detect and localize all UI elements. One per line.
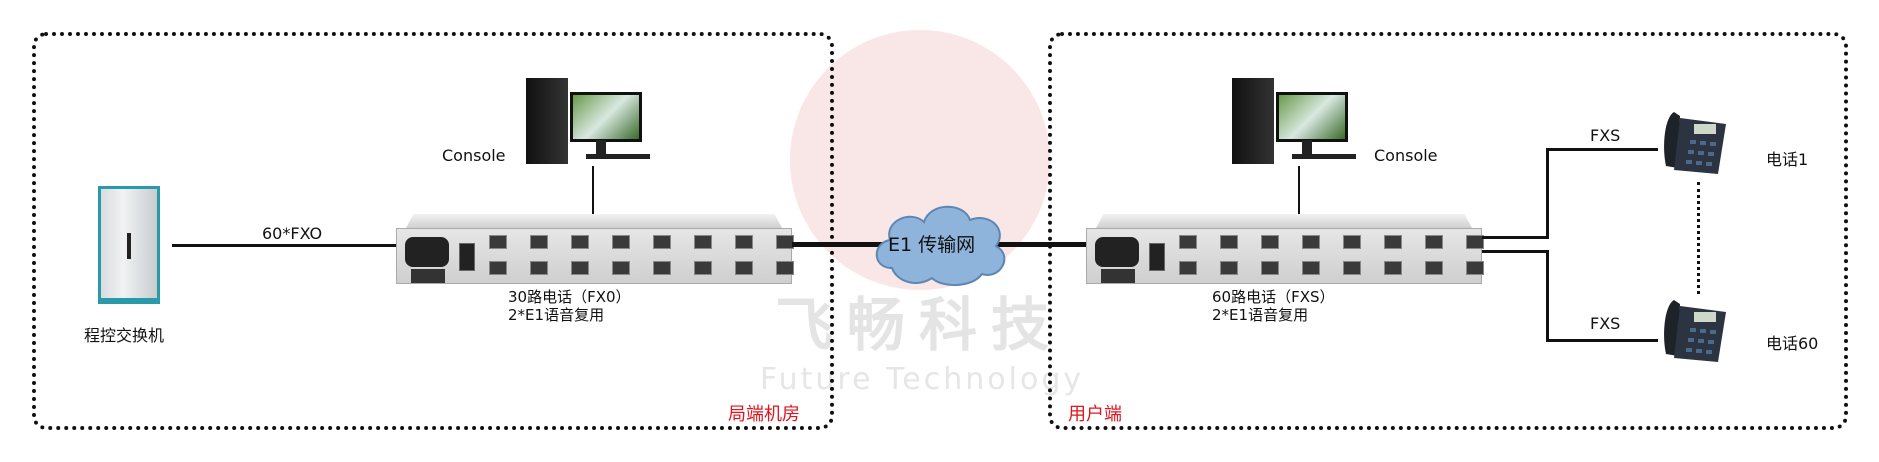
power-switch-icon xyxy=(459,243,475,271)
power-socket-icon xyxy=(405,237,449,267)
console-pc-icon xyxy=(1232,78,1362,164)
watermark-en: Future Technology xyxy=(760,362,1085,397)
fxs-label-top: FXS xyxy=(1590,126,1621,145)
user-side-label: 用户端 xyxy=(1068,404,1122,425)
rj11-port xyxy=(1384,235,1402,249)
console-pc-icon xyxy=(526,78,656,164)
exchange-label: 程控交换机 xyxy=(84,326,165,345)
rj11-port xyxy=(1466,261,1484,275)
exchange-cabinet-icon xyxy=(98,186,160,304)
rj11-port xyxy=(1343,261,1361,275)
rj11-port xyxy=(1425,261,1443,275)
fxs-mux-label-2: 2*E1语音复用 xyxy=(1212,306,1309,324)
rj11-port xyxy=(1425,235,1443,249)
rj11-port xyxy=(612,261,630,275)
rj11-port xyxy=(735,261,753,275)
fxo-mux-label-1: 30路电话（FX0） xyxy=(508,288,631,306)
rj11-port xyxy=(1179,261,1197,275)
rj11-port xyxy=(653,261,671,275)
terminal-block-icon xyxy=(1101,269,1135,283)
fxs-mux-label-1: 60路电话（FXS） xyxy=(1212,288,1335,306)
rj11-port xyxy=(694,235,712,249)
fxs-link-bottom xyxy=(1482,250,1548,253)
phone-icon xyxy=(1664,112,1726,174)
rj11-port xyxy=(1261,235,1279,249)
rj11-port xyxy=(1343,235,1361,249)
phone-1-label: 电话1 xyxy=(1766,150,1809,169)
phone-60-label: 电话60 xyxy=(1766,334,1819,353)
rj11-port xyxy=(776,261,794,275)
rj11-port xyxy=(1261,261,1279,275)
fxs-link-bottom-horizontal xyxy=(1546,339,1658,342)
rj11-port xyxy=(735,235,753,249)
terminal-block-icon xyxy=(411,269,445,283)
rj11-port xyxy=(1302,235,1320,249)
rj11-port xyxy=(1384,261,1402,275)
rj11-port xyxy=(694,261,712,275)
rj11-port xyxy=(530,235,548,249)
watermark-cn: 飞畅科技 xyxy=(775,291,1064,359)
rj11-port xyxy=(571,235,589,249)
central-office-label: 局端机房 xyxy=(728,404,800,425)
fxs-link-top-horizontal xyxy=(1546,148,1658,151)
rj11-port xyxy=(1466,235,1484,249)
phone-icon xyxy=(1664,300,1726,362)
power-switch-icon xyxy=(1149,243,1165,271)
fxs-multiplexer xyxy=(1086,214,1484,284)
fxs-label-bottom: FXS xyxy=(1590,314,1621,333)
rj11-port xyxy=(489,235,507,249)
rj11-port xyxy=(530,261,548,275)
fxo-mux-label-2: 2*E1语音复用 xyxy=(508,306,605,324)
rj11-port xyxy=(1220,235,1238,249)
rj11-port xyxy=(1302,261,1320,275)
console-link-left xyxy=(592,166,594,214)
e1-network-label: E1 传输网 xyxy=(888,234,976,256)
fxo-link-label: 60*FXO xyxy=(262,224,323,243)
fxs-link-top-vertical xyxy=(1546,148,1549,239)
fxo-multiplexer xyxy=(396,214,794,284)
rj11-port xyxy=(1220,261,1238,275)
rj11-port xyxy=(489,261,507,275)
fxo-link xyxy=(172,244,398,247)
fxs-link-top xyxy=(1482,236,1548,239)
phone-ellipsis-dotted-line xyxy=(1697,182,1700,294)
console-label-right: Console xyxy=(1374,146,1438,165)
fxs-link-bottom-vertical xyxy=(1546,250,1549,342)
rj11-port xyxy=(571,261,589,275)
rj11-port xyxy=(653,235,671,249)
console-link-right xyxy=(1298,166,1300,214)
central-office-region xyxy=(32,32,834,430)
rj11-port xyxy=(612,235,630,249)
power-socket-icon xyxy=(1095,237,1139,267)
cloud-icon xyxy=(875,205,1006,286)
console-label-left: Console xyxy=(442,146,506,165)
user-side-region xyxy=(1048,32,1848,430)
rj11-port xyxy=(1179,235,1197,249)
